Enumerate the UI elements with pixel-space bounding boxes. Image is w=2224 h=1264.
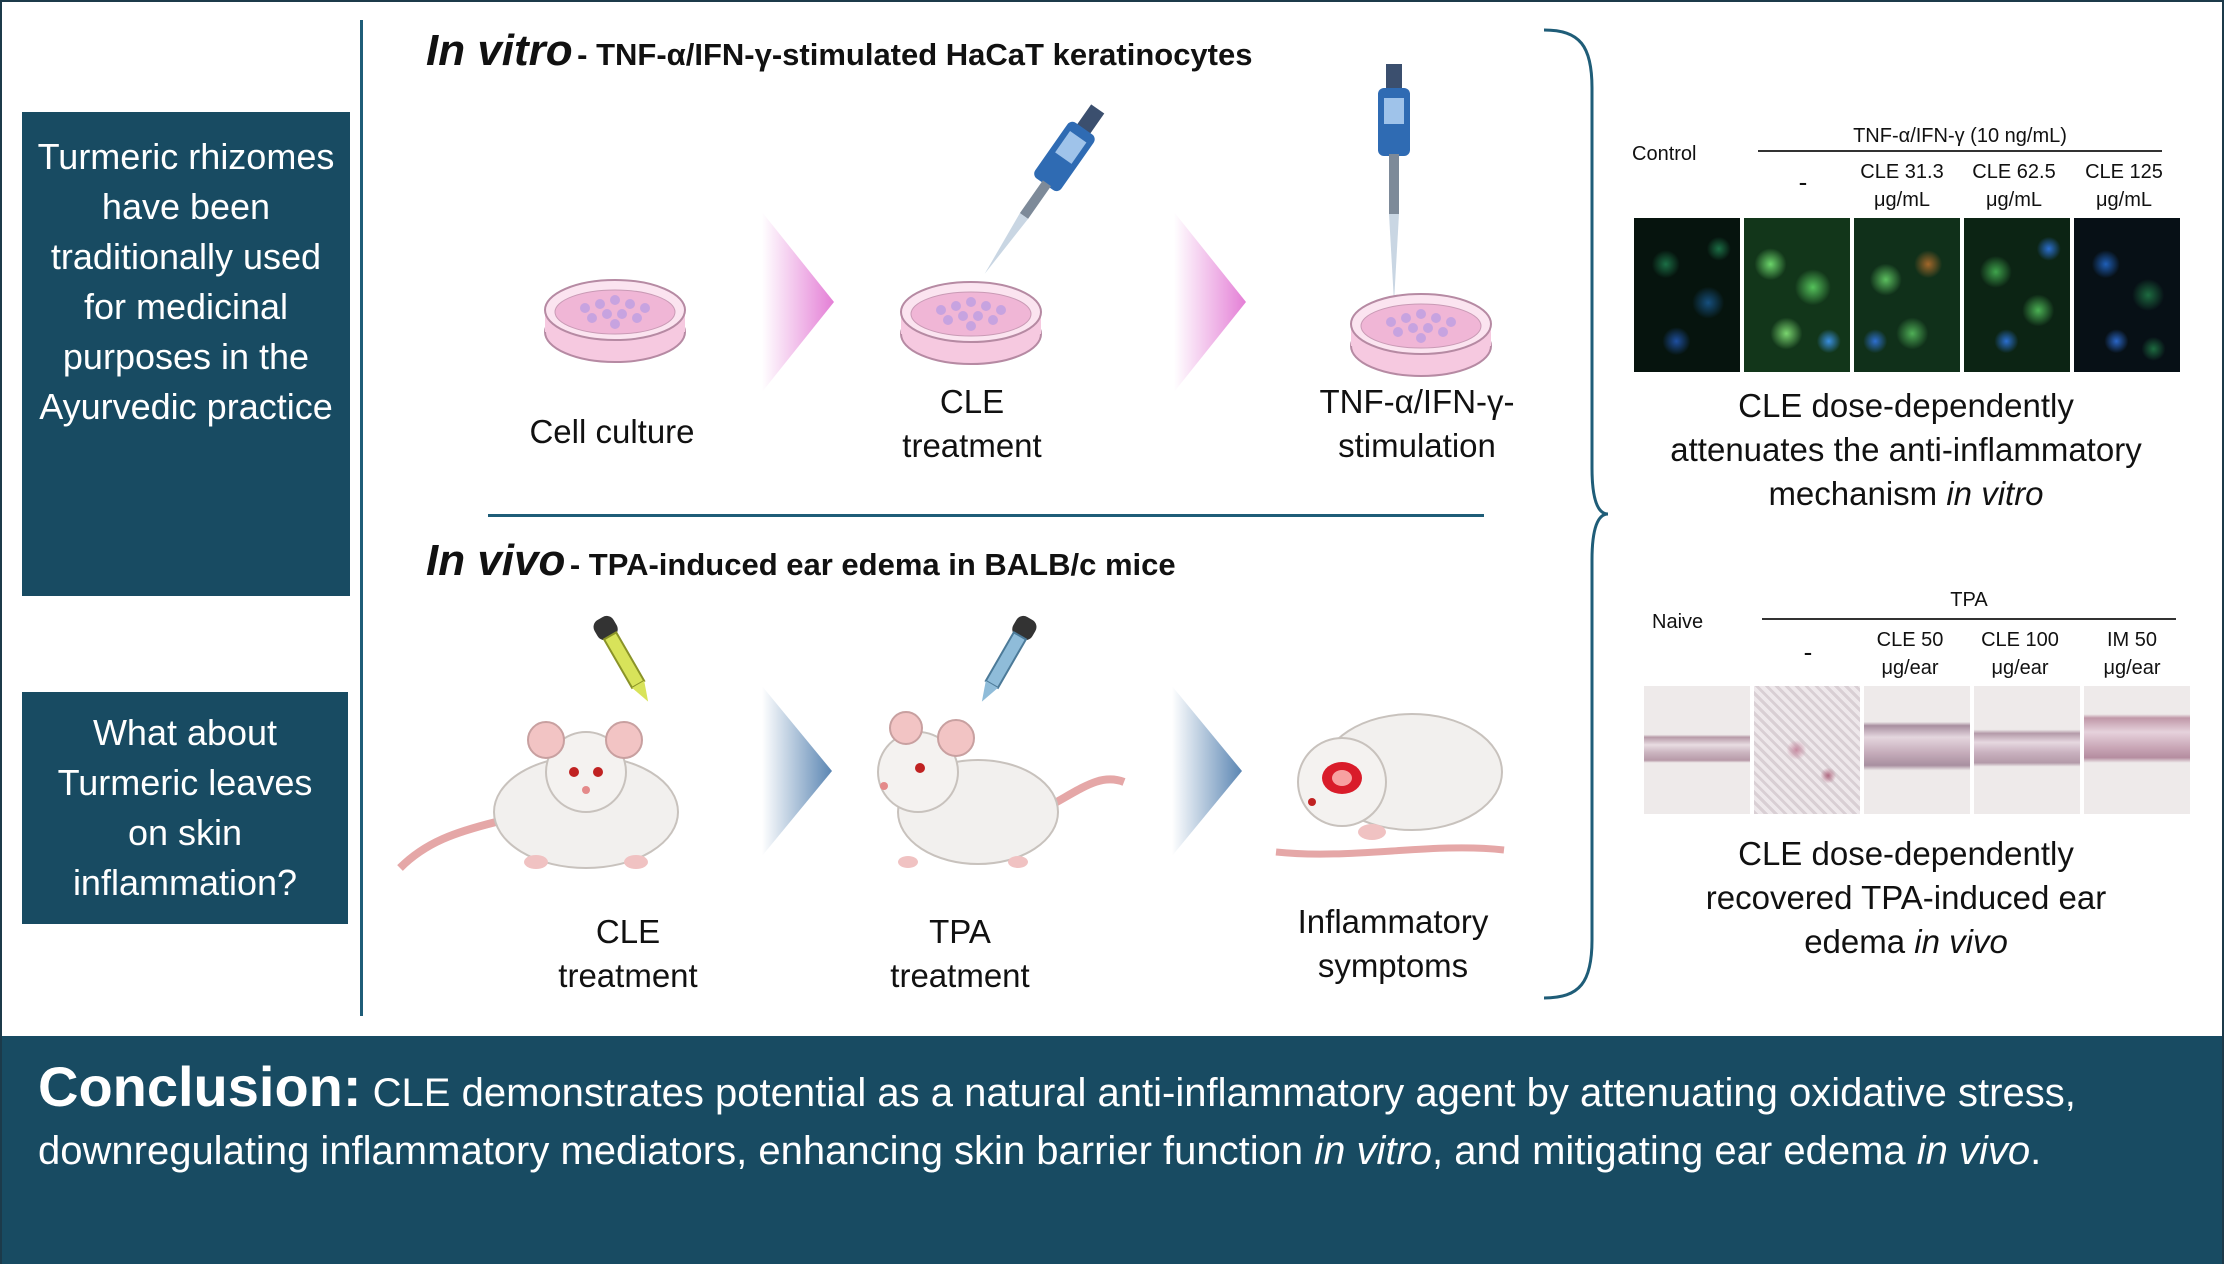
section-divider [488, 514, 1484, 517]
conclusion-title: Conclusion: [38, 1055, 362, 1118]
step-label-line: symptoms [1317, 947, 1469, 984]
in-vitro-title: In vitro [426, 26, 573, 75]
conclusion-italic: in vivo [1916, 1129, 2031, 1173]
question-box: What about Turmeric leaves on skin infla… [22, 692, 348, 924]
conclusion-box: Conclusion: CLE demonstrates potential a… [2, 1036, 2222, 1264]
left-divider [360, 20, 363, 1016]
result-line: edema in vivo [1622, 920, 2190, 964]
histology-image-cle100 [1974, 686, 2080, 814]
step-cell-culture-label: Cell culture [529, 413, 695, 450]
in-vivo-title: In vivo [426, 536, 566, 585]
in-vitro-col-cle313: CLE 31.3 μg/mL [1848, 158, 1956, 214]
inflamed-mouse-icon [1275, 713, 1505, 858]
pipette-icon [1378, 64, 1410, 302]
histology-image-naive [1644, 686, 1750, 814]
step-inflammatory-symptoms-label: Inflammatory symptoms [1268, 900, 1518, 988]
mouse-icon [877, 711, 1126, 868]
step-label-line: CLE [595, 913, 661, 950]
col-label-line: μg/mL [1874, 189, 1930, 211]
in-vivo-group-label: TPA [1950, 589, 1988, 611]
in-vitro-heading: In vitro - TNF-α/IFN-γ-stimulated HaCaT … [426, 26, 1252, 76]
pipette-icon [984, 104, 1105, 274]
in-vitro-col-cle625: CLE 62.5 μg/mL [1960, 158, 2068, 214]
in-vitro-group-label: TNF-α/IFN-γ (10 ng/mL) [1853, 125, 2067, 147]
fluorescence-image-cle625 [1964, 218, 2070, 372]
blue-arrow-icon [1172, 686, 1242, 856]
in-vitro-control-label: Control [1632, 143, 1697, 165]
intro-text: Turmeric rhizomes have been traditionall… [37, 136, 335, 427]
in-vivo-col-im50: IM 50 μg/ear [2080, 626, 2184, 682]
result-line: attenuates the anti-inflammatory [1670, 431, 2142, 468]
pink-arrow-icon [1174, 212, 1246, 392]
question-text: What about Turmeric leaves on skin infla… [57, 712, 313, 903]
col-label-line: μg/ear [2103, 657, 2161, 679]
in-vivo-heading: In vivo - TPA-induced ear edema in BALB/… [426, 536, 1176, 586]
in-vivo-col-dash: - [1803, 637, 1813, 667]
petri-dish-treated-icon [900, 281, 1042, 365]
fluorescence-image-control [1634, 218, 1740, 372]
step-cle-treatment-vivo-label: CLE treatment [518, 910, 738, 998]
in-vitro-col-cle125: CLE 125 μg/mL [2070, 158, 2178, 214]
mouse-icon [397, 721, 679, 871]
histology-image-tpa [1754, 686, 1860, 814]
step-tpa-treatment-label: TPA treatment [850, 910, 1070, 998]
petri-dish-stimulated-icon [1350, 293, 1492, 377]
fluorescence-image-cle313 [1854, 218, 1960, 372]
col-label-line: IM 50 [2106, 629, 2158, 651]
conclusion-text: , and mitigating ear edema [1432, 1129, 1917, 1173]
result-line: mechanism in vitro [1622, 472, 2190, 516]
in-vitro-subtitle: - TNF-α/IFN-γ-stimulated HaCaT keratinoc… [577, 37, 1253, 72]
col-label-line: μg/mL [2096, 189, 2152, 211]
conclusion-italic: in vitro [1314, 1129, 1433, 1173]
in-vivo-col-cle50: CLE 50 μg/ear [1858, 626, 1962, 682]
petri-dish-icon [544, 279, 686, 363]
col-label-line: μg/mL [1986, 189, 2042, 211]
fluorescence-image-cle125 [2074, 218, 2180, 372]
result-line: CLE dose-dependently [1738, 387, 2074, 424]
col-label-line: CLE 31.3 [1860, 161, 1944, 183]
col-label-line: CLE 125 [2085, 161, 2163, 183]
result-text: mechanism [1768, 475, 1938, 512]
in-vivo-control-label: Naive [1652, 611, 1704, 633]
step-label-line: stimulation [1338, 427, 1496, 464]
step-cle-treatment-label: CLE treatment [862, 380, 1082, 468]
result-text: edema [1804, 923, 1906, 960]
intro-box: Turmeric rhizomes have been traditionall… [22, 112, 350, 596]
histology-image-cle50 [1864, 686, 1970, 814]
step-label-line: treatment [902, 427, 1042, 464]
in-vitro-col-dash: - [1798, 167, 1808, 197]
in-vitro-group-line [1758, 150, 2162, 152]
result-italic: in vitro [1946, 475, 2044, 512]
in-vivo-group-line [1762, 618, 2176, 620]
col-label-line: μg/ear [1881, 657, 1939, 679]
in-vitro-result-text: CLE dose-dependently attenuates the anti… [1622, 384, 2190, 516]
step-label-line: TNF-α/IFN-γ- [1319, 383, 1515, 420]
result-line: CLE dose-dependently [1738, 835, 2074, 872]
conclusion-text: . [2030, 1129, 2042, 1173]
pink-arrow-icon [762, 212, 834, 392]
curly-brace-icon [1543, 28, 1609, 1000]
step-label-line: treatment [890, 957, 1030, 994]
step-label-line: treatment [558, 957, 698, 994]
step-label-line: CLE [939, 383, 1005, 420]
conclusion-text: CLE demonstrates potential as a natural … [38, 1071, 2076, 1173]
in-vivo-result-text: CLE dose-dependently recovered TPA-induc… [1622, 832, 2190, 964]
col-label-line: CLE 50 [1876, 629, 1944, 651]
dropper-icon [593, 615, 649, 702]
fluorescence-image-tnf [1744, 218, 1850, 372]
histology-image-im50 [2084, 686, 2190, 814]
step-label-line: TPA [929, 913, 991, 950]
in-vivo-col-cle100: CLE 100 μg/ear [1968, 626, 2072, 682]
col-label-line: CLE 100 [1981, 629, 2059, 651]
step-label-line: Inflammatory [1297, 903, 1489, 940]
col-label-line: CLE 62.5 [1972, 161, 2056, 183]
step-stimulation-label: TNF-α/IFN-γ- stimulation [1292, 380, 1542, 468]
result-line: recovered TPA-induced ear [1705, 879, 2107, 916]
col-label-line: μg/ear [1991, 657, 2049, 679]
in-vivo-subtitle: - TPA-induced ear edema in BALB/c mice [569, 547, 1176, 582]
blue-arrow-icon [762, 686, 832, 856]
result-italic: in vivo [1914, 923, 2008, 960]
dropper-icon [981, 615, 1037, 702]
